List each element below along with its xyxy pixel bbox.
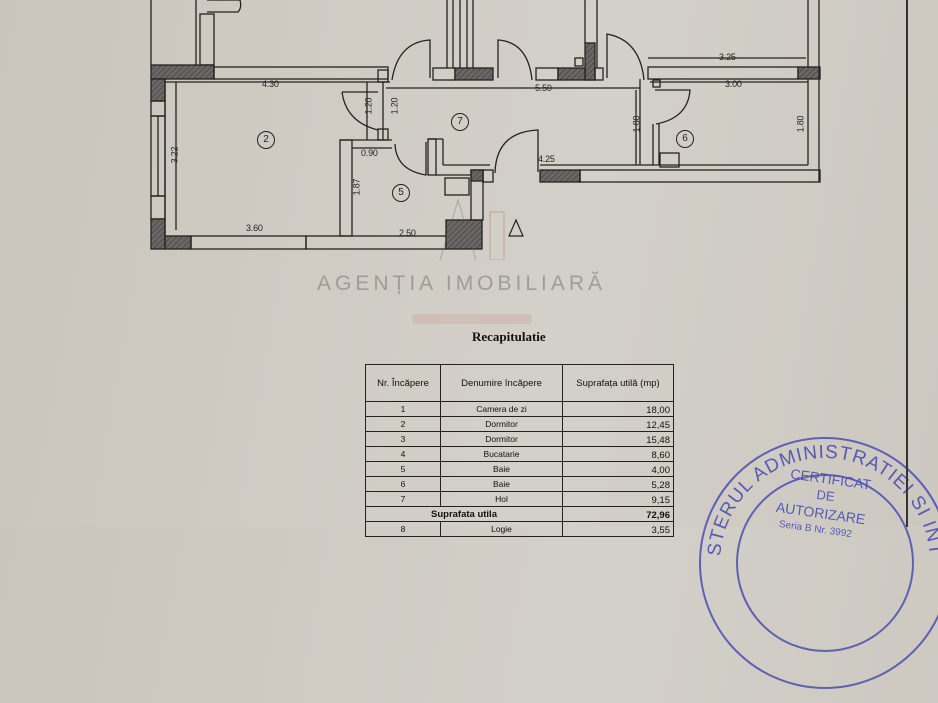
- floor-plan: 4.30 3.22 3.60 1.20 1.20 0.90 1.87 2.50 …: [0, 0, 938, 261]
- recap-title: Recapitulatie: [472, 329, 546, 344]
- dimension-label: 1.80: [631, 115, 642, 133]
- table-row: 3 Dormitor 15,48: [365, 431, 674, 447]
- room-number-7: 7: [451, 113, 469, 131]
- dimension-label: 2.50: [399, 228, 416, 238]
- cell-nr: 1: [365, 401, 441, 417]
- cell-area: 12,45: [562, 416, 674, 432]
- dimension-label: 1.87: [351, 178, 362, 196]
- table-row: 6 Baie 5,28: [365, 476, 674, 492]
- cell-area: 3,55: [562, 521, 674, 537]
- cell-name: Logie: [440, 521, 563, 537]
- total-label: Suprafata utila: [365, 506, 563, 522]
- agency-watermark: AGENȚIA IMOBILIARĂ: [317, 272, 607, 295]
- floor-plan-drawing: [150, 0, 821, 261]
- cell-nr: 6: [365, 476, 441, 492]
- svg-text:DE: DE: [816, 487, 836, 504]
- cell-area: 15,48: [562, 431, 674, 447]
- table-total-row: Suprafata utila 72,96: [365, 506, 674, 522]
- dimension-label: 4.25: [538, 154, 555, 164]
- cell-name: Bucatarie: [440, 446, 563, 462]
- cell-area: 9,15: [562, 491, 674, 507]
- cell-area: 5,28: [562, 476, 674, 492]
- dimension-label: 1.20: [363, 97, 374, 115]
- dimension-label: 5.50: [535, 83, 552, 93]
- cell-name: Dormitor: [440, 416, 563, 432]
- table-row: 4 Bucatarie 8,60: [365, 446, 674, 462]
- cell-nr: 2: [365, 416, 441, 432]
- table-row: 1 Camera de zi 18,00: [365, 401, 674, 417]
- room-number-5: 5: [392, 184, 410, 202]
- total-area: 72,96: [562, 506, 674, 522]
- cell-nr: 3: [365, 431, 441, 447]
- cell-nr: 8: [365, 521, 441, 537]
- table-header-row: Nr. Încăpere Denumire încăpere Suprafața…: [365, 364, 674, 402]
- cell-area: 4,00: [562, 461, 674, 477]
- authorization-stamp: STERUL ADMINISTRATIEI SI INT CERTIFICAT …: [690, 428, 938, 698]
- dimension-label: 3.60: [246, 223, 263, 233]
- dimension-label: 0.90: [361, 148, 378, 158]
- dimension-label: 4.30: [262, 79, 279, 89]
- table-row: 5 Baie 4,00: [365, 461, 674, 477]
- agency-watermark-subtitle: [412, 314, 532, 324]
- recap-table: Nr. Încăpere Denumire încăpere Suprafața…: [365, 364, 674, 537]
- room-number-6: 6: [676, 130, 694, 148]
- dimension-label: 1.20: [389, 97, 400, 115]
- cell-name: Baie: [440, 476, 563, 492]
- cell-name: Dormitor: [440, 431, 563, 447]
- header-area: Suprafața utilă (mp): [562, 364, 674, 402]
- header-room-name: Denumire încăpere: [440, 364, 563, 402]
- table-row: 2 Dormitor 12,45: [365, 416, 674, 432]
- cell-nr: 5: [365, 461, 441, 477]
- cell-name: Camera de zi: [440, 401, 563, 417]
- dimension-label: 3.22: [169, 146, 180, 164]
- cell-nr: 7: [365, 491, 441, 507]
- cell-area: 8,60: [562, 446, 674, 462]
- table-row: 8 Logie 3,55: [365, 521, 674, 537]
- dimension-label: 1.80: [795, 115, 806, 133]
- page-edge-divider: [906, 0, 908, 527]
- room-number-2: 2: [257, 131, 275, 149]
- header-room-number: Nr. Încăpere: [365, 364, 441, 402]
- dimension-label: 3.00: [725, 79, 742, 89]
- stamp-seal-icon: STERUL ADMINISTRATIEI SI INT CERTIFICAT …: [699, 437, 938, 689]
- cell-name: Hol: [440, 491, 563, 507]
- cell-nr: 4: [365, 446, 441, 462]
- table-row: 7 Hol 9,15: [365, 491, 674, 507]
- cell-name: Baie: [440, 461, 563, 477]
- dimension-label: 3.25: [719, 52, 736, 62]
- cell-area: 18,00: [562, 401, 674, 417]
